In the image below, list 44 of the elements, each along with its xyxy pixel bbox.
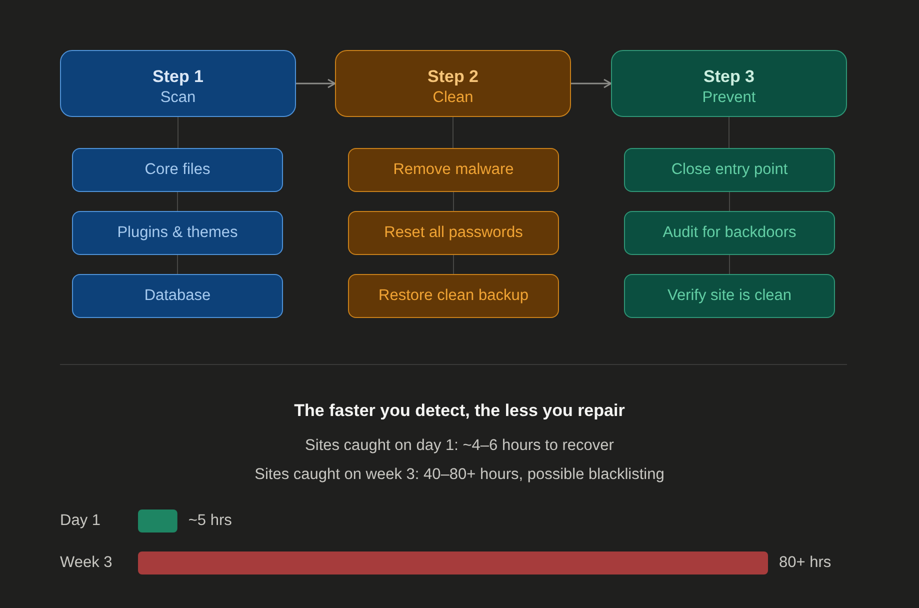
task-label: Remove malware xyxy=(393,160,514,180)
connector-line xyxy=(729,192,730,212)
task-label: Audit for backdoors xyxy=(662,223,796,243)
task-box xyxy=(72,148,283,192)
step-title: Step 1 xyxy=(152,66,204,88)
task-label: Reset all passwords xyxy=(384,223,523,243)
connector-line xyxy=(728,116,730,148)
task-box xyxy=(348,274,559,318)
task-label: Verify site is clean xyxy=(667,286,792,306)
step-box xyxy=(60,50,296,117)
task-box xyxy=(624,211,835,255)
step-box xyxy=(611,50,847,117)
task-box xyxy=(348,211,559,255)
step-title: Step 3 xyxy=(703,66,755,88)
task-box xyxy=(624,148,835,192)
connector-line xyxy=(729,254,730,274)
task-box xyxy=(624,274,835,318)
step-box xyxy=(335,50,571,117)
task-label: Close entry point xyxy=(671,160,788,180)
connector-line xyxy=(453,192,454,212)
category-label: Day 1 xyxy=(60,511,100,531)
arrow xyxy=(571,78,612,88)
task-box xyxy=(72,211,283,255)
arrow xyxy=(296,78,336,88)
task-label: Database xyxy=(144,286,211,306)
task-label: Core files xyxy=(144,160,210,180)
task-box xyxy=(72,274,283,318)
step-subtitle: Scan xyxy=(160,88,196,108)
step-subtitle: Clean xyxy=(432,88,474,108)
value-label: ~5 hrs xyxy=(188,511,232,531)
category-label: Week 3 xyxy=(60,553,112,573)
connector-line xyxy=(177,254,178,274)
section-heading: The faster you detect, the less you repair xyxy=(294,401,625,420)
note-text: Sites caught on day 1: ~4–6 hours to recover xyxy=(305,437,614,454)
task-box xyxy=(348,148,559,192)
step-subtitle: Prevent xyxy=(702,88,756,108)
connector-line xyxy=(453,254,454,274)
connector-line xyxy=(177,192,178,212)
step-title: Step 2 xyxy=(427,66,479,88)
value-label: 80+ hrs xyxy=(779,553,832,573)
note-text: Sites caught on week 3: 40–80+ hours, possible blacklisting xyxy=(254,466,664,483)
task-label: Plugins & themes xyxy=(117,223,238,243)
connector-line xyxy=(452,116,454,148)
task-label: Restore clean backup xyxy=(378,286,528,306)
